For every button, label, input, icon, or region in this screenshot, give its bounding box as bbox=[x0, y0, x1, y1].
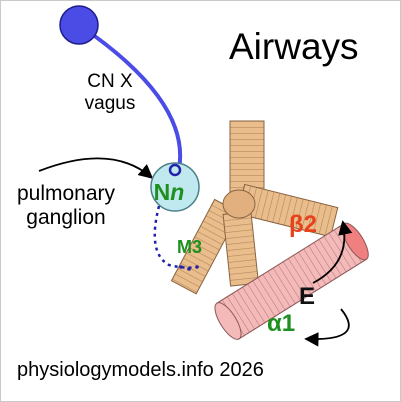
nerve-name-line1: CN X bbox=[87, 71, 133, 92]
title: Airways bbox=[229, 26, 359, 67]
neuron-label-main: N bbox=[154, 179, 171, 205]
vagal-synapse bbox=[168, 163, 182, 177]
ganglion-label-line1: pulmonary bbox=[17, 182, 116, 205]
alpha1-receptor-label: α1 bbox=[267, 310, 295, 337]
neuron-label: Nn bbox=[154, 179, 185, 205]
epinephrine-to-alpha1-arrow bbox=[304, 308, 350, 347]
ganglion-arrow bbox=[38, 157, 154, 179]
neuron-label-sub: n bbox=[170, 179, 184, 205]
pulmonary-ganglion-neuron bbox=[150, 162, 200, 212]
vagus-nerve-fiber bbox=[77, 23, 183, 170]
varicosity-1 bbox=[179, 265, 183, 269]
smooth-muscle-end bbox=[214, 302, 242, 340]
varicosity-3 bbox=[195, 265, 199, 269]
beta2-receptor-label: β2 bbox=[289, 211, 317, 238]
ganglion-label-line2: ganglion bbox=[26, 206, 105, 229]
m3-receptor-label: M3 bbox=[177, 237, 202, 257]
bronchial-tree bbox=[170, 120, 339, 295]
bronchial-junction bbox=[222, 189, 256, 219]
epinephrine-to-beta2-arrow bbox=[312, 220, 353, 284]
nerve-name-line2: vagus bbox=[85, 93, 136, 114]
epinephrine-label: E bbox=[299, 283, 315, 310]
varicosity-2 bbox=[187, 267, 191, 271]
vagus-nerve-soma bbox=[59, 5, 99, 45]
lower-middle-bronchus bbox=[222, 210, 259, 287]
footer-credit: physiologymodels.info 2026 bbox=[17, 359, 264, 381]
